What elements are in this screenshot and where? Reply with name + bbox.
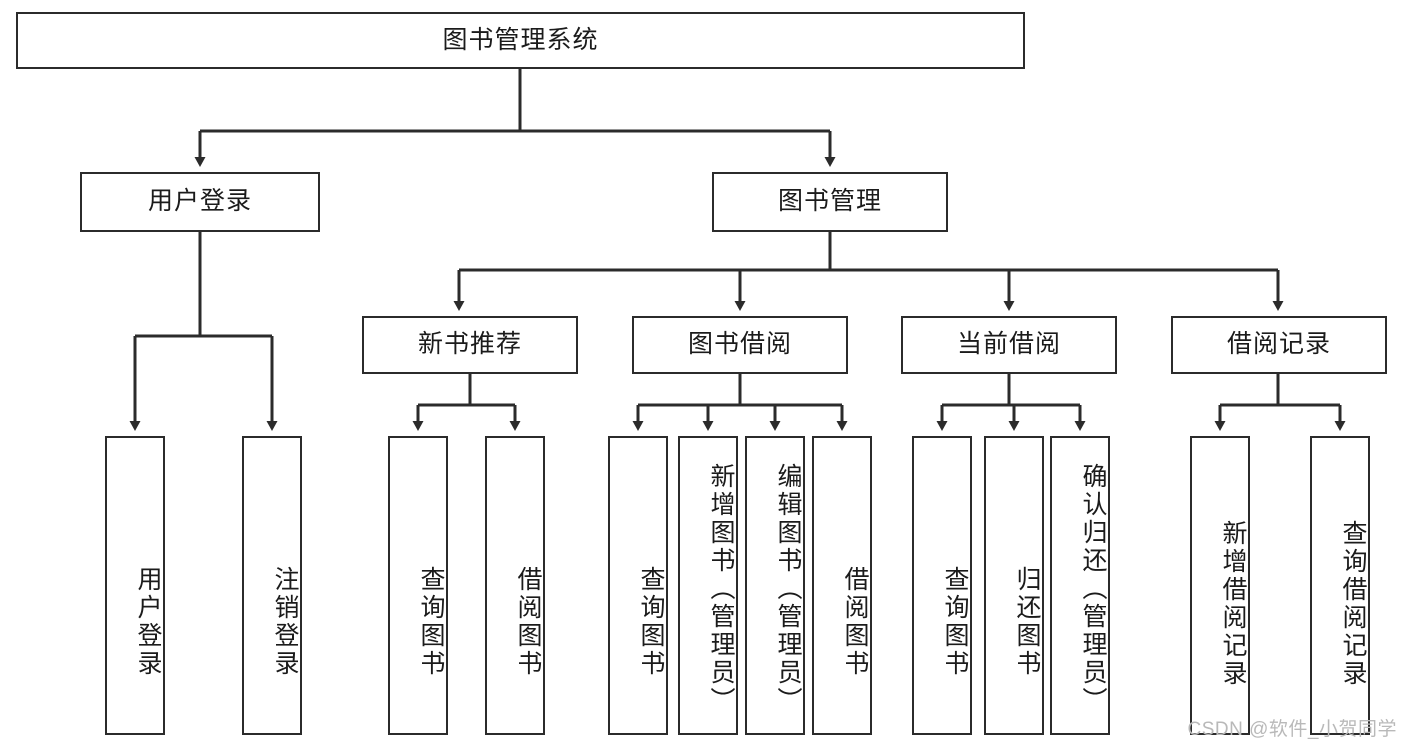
- leaf-label: 查询图书: [417, 565, 445, 678]
- node-leaf-user-login[interactable]: 用户登录: [105, 436, 165, 735]
- leaf-label: 查询图书: [637, 565, 665, 678]
- node-new-book-rec-label: 新书推荐: [417, 330, 522, 359]
- leaf-label: 新增借阅记录: [1219, 519, 1247, 688]
- node-leaf-query-book-rec[interactable]: 查询图书: [388, 436, 448, 735]
- node-leaf-user-logout[interactable]: 注销登录: [242, 436, 302, 735]
- leaf-label: 借阅图书: [514, 565, 542, 678]
- node-borrow-record[interactable]: 借阅记录: [1171, 316, 1387, 374]
- node-leaf-add-book[interactable]: 新增图书（管理员）: [678, 436, 738, 735]
- leaf-label: 确认归还（管理员）: [1079, 462, 1107, 715]
- node-leaf-add-record[interactable]: 新增借阅记录: [1190, 436, 1250, 735]
- node-root[interactable]: 图书管理系统: [16, 12, 1025, 69]
- leaf-label: 查询借阅记录: [1339, 519, 1367, 688]
- leaf-label: 归还图书: [1013, 565, 1041, 678]
- node-root-label: 图书管理系统: [442, 25, 599, 54]
- csdn-watermark: CSDN @软件_小贺同学: [1187, 719, 1397, 740]
- leaf-label: 编辑图书（管理员）: [774, 462, 802, 715]
- leaf-label: 查询图书: [941, 565, 969, 678]
- node-book-borrow-label: 图书借阅: [687, 330, 792, 359]
- node-book-manage-label: 图书管理: [777, 187, 882, 216]
- node-leaf-borrow-book-rec[interactable]: 借阅图书: [485, 436, 545, 735]
- node-current-borrow-label: 当前借阅: [956, 330, 1061, 359]
- node-leaf-return-book[interactable]: 归还图书: [984, 436, 1044, 735]
- node-book-manage[interactable]: 图书管理: [712, 172, 948, 232]
- node-current-borrow[interactable]: 当前借阅: [901, 316, 1117, 374]
- node-leaf-confirm-return[interactable]: 确认归还（管理员）: [1050, 436, 1110, 735]
- node-user-login-label: 用户登录: [147, 187, 252, 216]
- node-user-login[interactable]: 用户登录: [80, 172, 320, 232]
- leaf-label: 借阅图书: [841, 565, 869, 678]
- node-leaf-borrow-book[interactable]: 借阅图书: [812, 436, 872, 735]
- node-new-book-rec[interactable]: 新书推荐: [362, 316, 578, 374]
- node-leaf-query-record[interactable]: 查询借阅记录: [1310, 436, 1370, 735]
- node-leaf-edit-book[interactable]: 编辑图书（管理员）: [745, 436, 805, 735]
- leaf-label: 用户登录: [134, 565, 162, 678]
- leaf-label: 新增图书（管理员）: [707, 462, 735, 715]
- node-leaf-query-book[interactable]: 查询图书: [608, 436, 668, 735]
- leaf-label: 注销登录: [271, 565, 299, 678]
- node-book-borrow[interactable]: 图书借阅: [632, 316, 848, 374]
- node-borrow-record-label: 借阅记录: [1226, 330, 1331, 359]
- node-leaf-query-book-cur[interactable]: 查询图书: [912, 436, 972, 735]
